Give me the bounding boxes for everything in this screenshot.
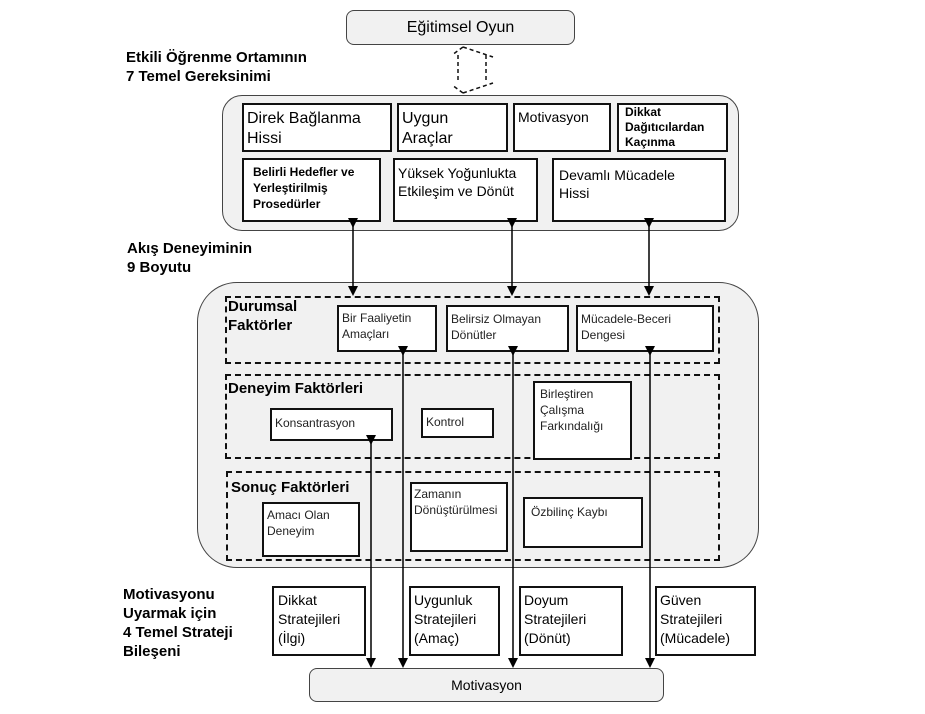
factor-challenge-skill-balance: Mücadele-Beceri Dengesi [576, 305, 714, 352]
group-experience-title: Deneyim Faktörleri [228, 380, 364, 397]
strategy-confidence: Güven Stratejileri (Mücadele) [655, 586, 756, 656]
factor-control: Kontrol [421, 408, 494, 438]
strategy-satisfaction: Doyum Stratejileri (Dönüt) [519, 586, 623, 656]
node-motivation: Motivasyon [309, 668, 664, 702]
requirement-motivation: Motivasyon [513, 103, 611, 152]
factor-activity-goals: Bir Faaliyetin Amaçları [337, 305, 437, 352]
factor-concentration: Konsantrasyon [270, 408, 393, 441]
factor-autotelic-experience: Amacı Olan Deneyim [262, 502, 360, 557]
factor-action-awareness-merging: Birleştiren Çalışma Farkındalığı [533, 381, 632, 460]
group-outcome-factors [226, 471, 720, 561]
requirement-high-interaction: Yüksek Yoğunlukta Etkileşim ve Dönüt [393, 158, 538, 222]
factor-transformation-of-time: Zamanın Dönüştürülmesi [410, 482, 508, 552]
node-educational-game: Eğitimsel Oyun [346, 10, 575, 45]
group-situational-factors [225, 296, 720, 364]
requirement-direct-engagement: Direk Bağlanma Hissi [242, 103, 392, 152]
label-strategy-components: Motivasyonu Uyarmak için 4 Temel Stratej… [123, 586, 233, 660]
label-flow-dimensions: Akış Deneyiminin 9 Boyutu [127, 240, 253, 276]
factor-unambiguous-feedback: Belirsiz Olmayan Dönütler [446, 305, 569, 352]
node-motivation-label: Motivasyon [451, 677, 522, 693]
dashed-double-arrow [451, 46, 494, 94]
requirement-continuous-challenge: Devamlı Mücadele Hissi [552, 158, 726, 222]
node-educational-game-label: Eğitimsel Oyun [406, 18, 515, 36]
requirement-appropriate-tools: Uygun Araçlar [397, 103, 508, 152]
requirement-avoid-distractions: Dikkat Dağıtıcılardan Kaçınma [617, 103, 728, 152]
factor-loss-of-self-consciousness: Özbilinç Kaybı [523, 497, 643, 548]
group-outcome-title: Sonuç Faktörleri [231, 479, 350, 496]
group-experience-factors [225, 374, 720, 459]
group-situational-title: Durumsal Faktörler [228, 298, 298, 334]
strategy-attention: Dikkat Stratejileri (İlgi) [272, 586, 366, 656]
requirement-clear-goals: Belirli Hedefler ve Yerleştirilmiş Prose… [242, 158, 381, 222]
label-requirements: Etkili Öğrenme Ortamının 7 Temel Gereksi… [126, 49, 307, 85]
strategy-relevance: Uygunluk Stratejileri (Amaç) [409, 586, 500, 656]
